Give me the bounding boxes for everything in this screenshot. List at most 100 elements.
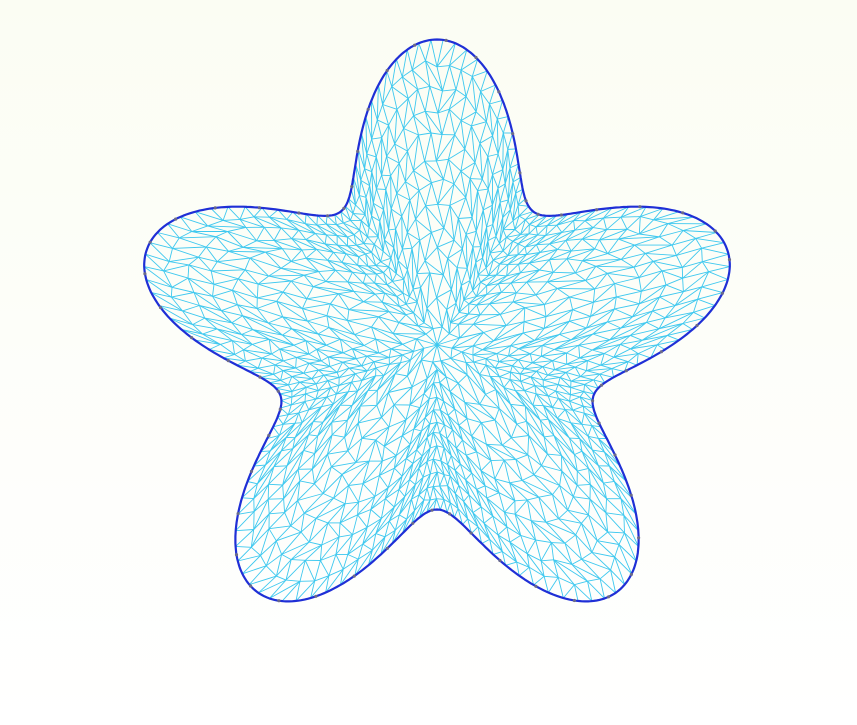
mesh-edge [410, 347, 425, 361]
mesh-edge [559, 333, 572, 341]
mesh-edge [371, 171, 374, 204]
mesh-edge [331, 419, 348, 423]
mesh-edge [483, 522, 499, 536]
mesh-edge [402, 292, 410, 297]
mesh-edge [439, 376, 447, 383]
mesh-edge [479, 364, 487, 375]
mesh-edge [502, 209, 511, 218]
mesh-edge [594, 239, 600, 250]
mesh-edge [486, 443, 505, 461]
mesh-edge [584, 383, 599, 389]
mesh-edge [308, 522, 329, 543]
mesh-edge [620, 339, 643, 345]
mesh-edge [447, 248, 463, 259]
mesh-edge [381, 506, 395, 519]
mesh-edge [281, 400, 292, 406]
mesh-edge [512, 301, 545, 306]
mesh-edge [561, 470, 574, 497]
mesh-edge [338, 381, 352, 387]
mesh-edge [335, 554, 344, 570]
mesh-edge [448, 322, 451, 334]
mesh-edge [411, 476, 424, 500]
boundary-node [534, 584, 538, 588]
mesh-edge [573, 209, 597, 221]
mesh-edge [436, 66, 443, 92]
mesh-edge [295, 362, 310, 369]
mesh-edge [329, 293, 339, 305]
mesh-edge [557, 377, 561, 385]
mesh-edge [366, 509, 372, 528]
mesh-edge [401, 232, 408, 250]
mesh-edge [496, 119, 499, 155]
triangle-mesh-edges [143, 39, 731, 602]
mesh-edge [291, 393, 306, 398]
mesh-edge [605, 512, 625, 534]
mesh-edge [221, 310, 243, 317]
mesh-edge [414, 499, 425, 511]
mesh-edge [436, 246, 449, 259]
mesh-edge [415, 218, 432, 233]
mesh-edge [613, 481, 633, 499]
mesh-edge [485, 353, 497, 359]
mesh-edge [341, 262, 353, 273]
mesh-edge [510, 404, 518, 425]
mesh-edge [473, 345, 483, 351]
mesh-edge [486, 226, 489, 241]
mesh-edge [578, 345, 581, 359]
mesh-edge [641, 328, 660, 341]
mesh-edge [512, 215, 520, 222]
mesh-edge [683, 230, 717, 233]
mesh-edge [330, 303, 350, 311]
mesh-edge [311, 374, 324, 380]
mesh-edge [652, 260, 663, 272]
mesh-edge [436, 445, 445, 449]
mesh-edge [322, 474, 343, 494]
mesh-edge [253, 484, 269, 512]
mesh-edge [490, 459, 505, 462]
mesh-edge [461, 351, 474, 356]
mesh-edge [304, 544, 323, 561]
mesh-edge [449, 197, 466, 206]
mesh-edge [398, 484, 416, 516]
mesh-edge [355, 439, 377, 463]
mesh-edge [453, 239, 463, 250]
mesh-edge [387, 373, 396, 393]
mesh-edge [499, 314, 507, 326]
mesh-edge [611, 361, 629, 370]
mesh-edge [432, 432, 438, 446]
mesh-edge [440, 460, 451, 477]
mesh-edge [572, 496, 589, 516]
mesh-edge [475, 111, 487, 123]
mesh-edge [520, 269, 540, 274]
mesh-edge [588, 468, 604, 484]
mesh-edge [575, 366, 587, 372]
mesh-edge [315, 233, 327, 236]
mesh-edge [308, 518, 317, 543]
mesh-edge [436, 344, 452, 359]
mesh-edge [374, 273, 377, 284]
mesh-edge [171, 277, 189, 288]
mesh-edge [481, 419, 496, 424]
mesh-edge [396, 296, 400, 307]
mesh-edge [265, 251, 282, 269]
mesh-edge [509, 482, 516, 501]
mesh-edge [549, 250, 572, 261]
mesh-edge [437, 204, 445, 229]
mesh-edge [380, 261, 389, 268]
mesh-edge [510, 379, 521, 382]
mesh-edge [347, 437, 363, 452]
mesh-edge [566, 258, 576, 274]
mesh-edge [406, 49, 413, 71]
mesh-edge [497, 526, 508, 536]
mesh-edge [303, 434, 310, 451]
mesh-edge [398, 489, 406, 497]
mesh-edge [471, 76, 481, 92]
mesh-edge [429, 459, 434, 475]
mesh-edge [447, 485, 459, 509]
mesh-edge [322, 391, 349, 423]
mesh-edge [256, 227, 265, 241]
mesh-edge [416, 423, 431, 451]
mesh-edge [507, 243, 519, 256]
mesh-edge [336, 372, 340, 378]
mesh-edge [443, 159, 449, 180]
